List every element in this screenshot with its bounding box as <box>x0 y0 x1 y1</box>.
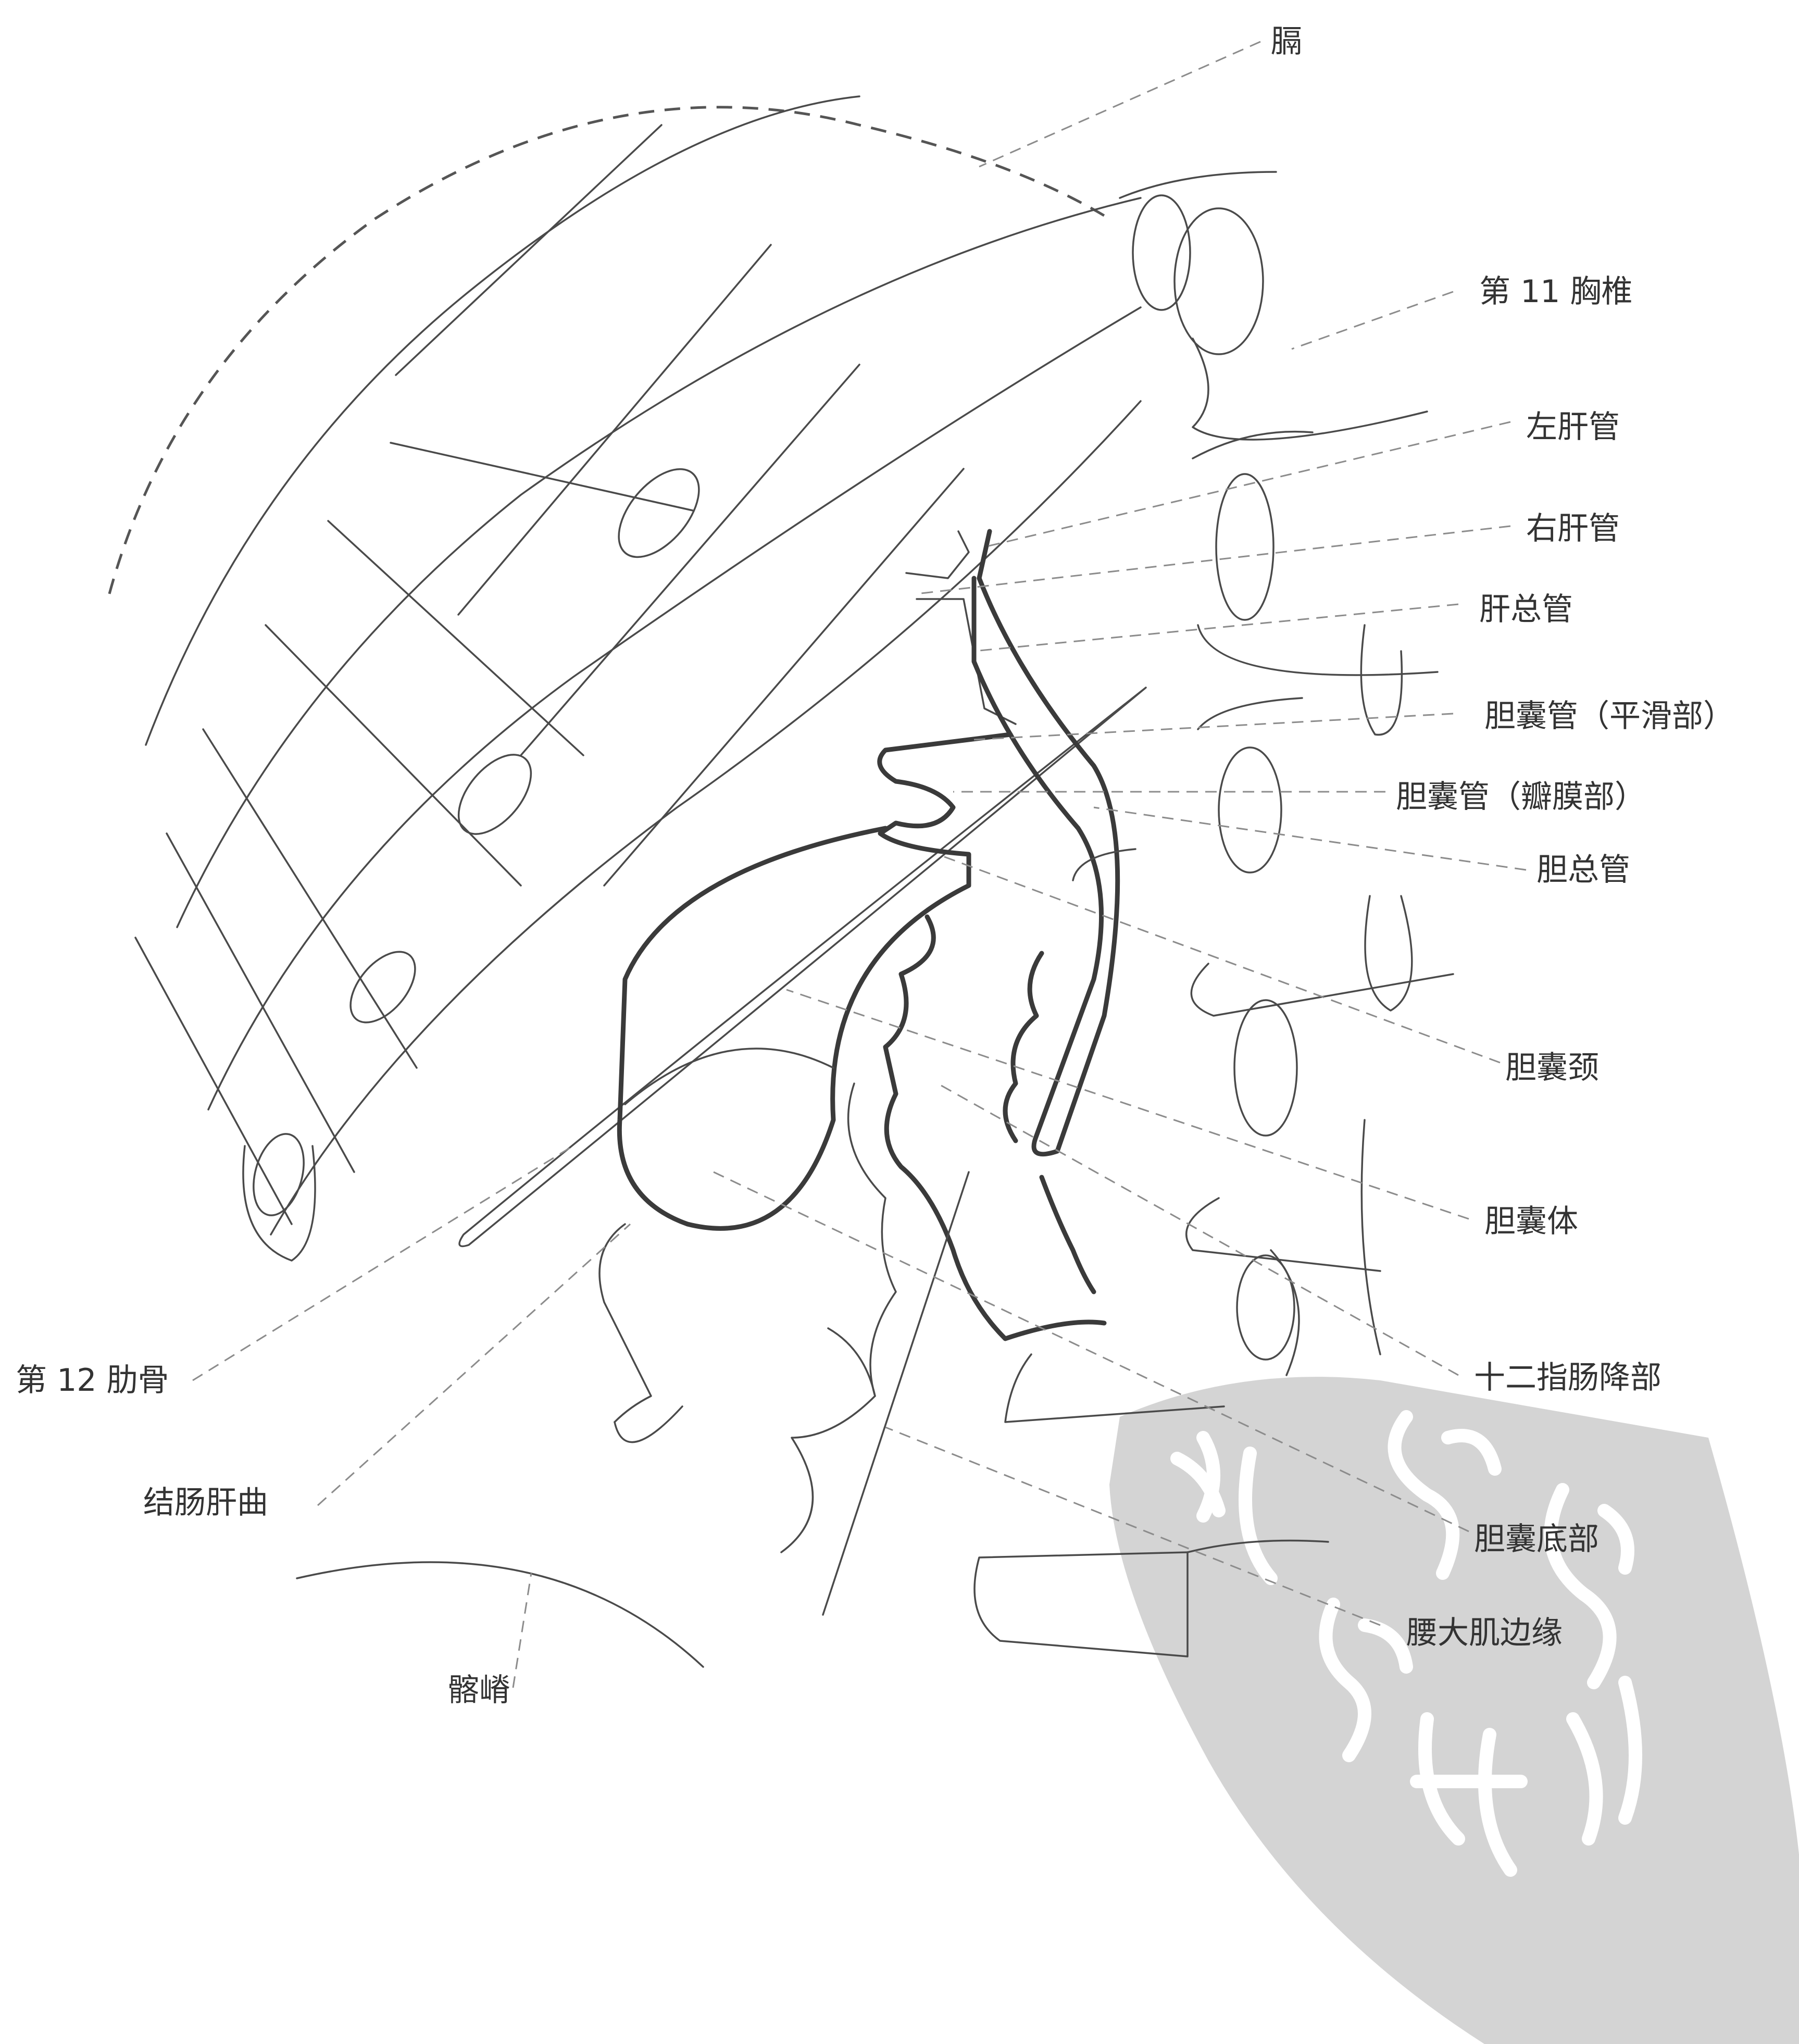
label-iliac-crest: 髂嵴 <box>448 1675 510 1706</box>
label-cystic-duct-valve: 胆囊管（瓣膜部） <box>1396 781 1646 813</box>
bile-ducts <box>906 531 1135 1154</box>
gallbladder <box>619 734 1104 1339</box>
label-common-hepatic-duct: 肝总管 <box>1479 594 1573 625</box>
watermark-stamp <box>1109 1377 1799 2044</box>
label-gallbladder-body: 胆囊体 <box>1484 1206 1578 1237</box>
label-diaphragm: 膈 <box>1271 26 1302 57</box>
label-right-hepatic-duct: 右肝管 <box>1526 513 1620 544</box>
label-left-hepatic-duct: 左肝管 <box>1526 412 1620 443</box>
rib-12 <box>459 688 1146 1247</box>
label-common-bile-duct: 胆总管 <box>1536 854 1630 886</box>
label-duodenum-descending: 十二指肠降部 <box>1474 1362 1661 1393</box>
label-rib-12: 第 12 肋骨 <box>16 1365 169 1396</box>
label-gallbladder-fundus: 胆囊底部 <box>1474 1524 1599 1555</box>
iliac-crest <box>297 1562 703 1667</box>
label-t11: 第 11 胸椎 <box>1479 276 1633 307</box>
colon-hepatic-flexure <box>599 1049 969 1615</box>
label-hepatic-flexure: 结肠肝曲 <box>143 1487 268 1518</box>
label-psoas-margin: 腰大肌边缘 <box>1406 1617 1563 1649</box>
label-cystic-duct-smooth: 胆囊管（平滑部） <box>1484 701 1734 732</box>
rib-cage <box>135 96 1141 1261</box>
label-gallbladder-neck: 胆囊颈 <box>1505 1052 1599 1083</box>
